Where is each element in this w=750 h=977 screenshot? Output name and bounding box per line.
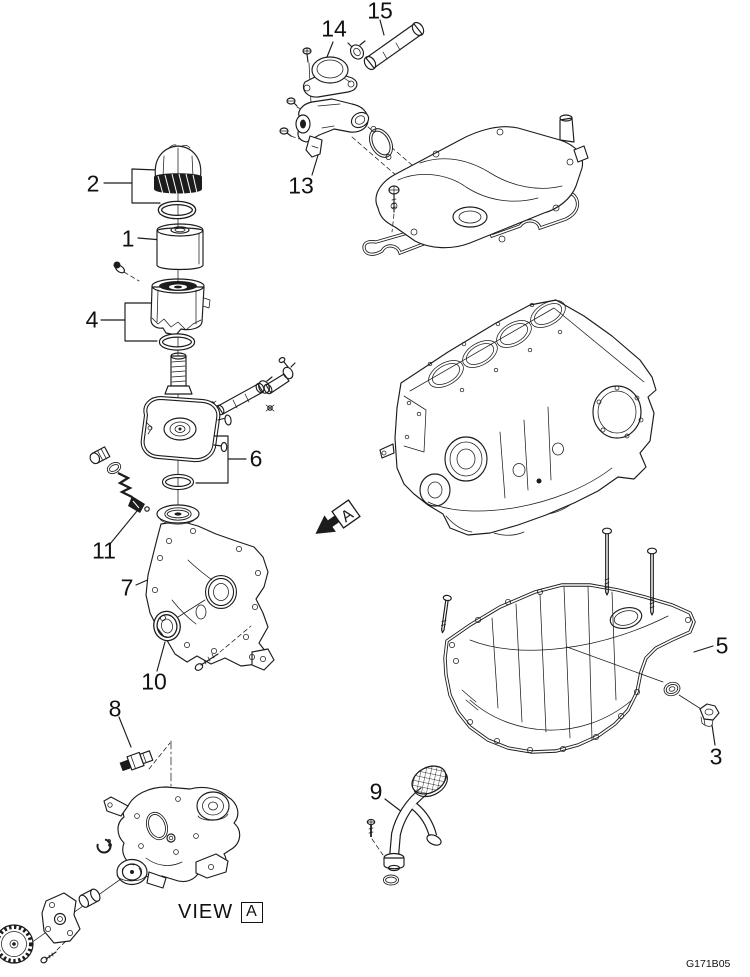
front-cover-group	[135, 504, 275, 672]
hose-clamp	[347, 40, 366, 60]
oil-filter-housing	[150, 278, 211, 336]
relief-valve-group	[89, 446, 150, 545]
pump-bolt	[40, 940, 67, 964]
oil-pump-group	[0, 786, 241, 964]
oil-pan-bolts	[441, 527, 658, 634]
relief-washer	[106, 461, 122, 475]
callout-11: 11	[92, 537, 116, 564]
cooler-pipe	[207, 357, 296, 416]
relief-spring	[117, 471, 133, 499]
callout-2: 2	[86, 170, 100, 197]
crankshaft-seal	[153, 610, 181, 642]
breather-hose	[363, 21, 425, 71]
oil-cooler	[140, 395, 232, 463]
callout-13: 13	[288, 172, 314, 199]
bracket-screw-lower	[279, 127, 300, 140]
valve-cover-bolt	[388, 185, 400, 233]
front-cover	[145, 520, 275, 671]
callout-5: 5	[715, 632, 729, 659]
valve-cover	[375, 114, 589, 249]
view-a-text: VIEW	[178, 901, 234, 923]
pump-rotor	[116, 858, 148, 886]
pickup-strainer	[411, 765, 448, 798]
drain-plug	[699, 703, 720, 727]
callout-9: 9	[369, 778, 383, 805]
oil-pan-group	[441, 527, 720, 754]
oil-pan	[443, 583, 696, 754]
pickup-tube	[383, 765, 448, 872]
pump-spacer	[78, 888, 101, 908]
pickup-bolt	[366, 818, 384, 856]
pump-snap-ring	[96, 838, 112, 854]
pickup-oring	[383, 874, 399, 886]
oil-pump-body	[103, 786, 241, 889]
breather-assembly-group	[279, 19, 425, 184]
callout-1: 1	[121, 225, 135, 252]
pickup-tube-group	[366, 765, 448, 886]
view-a-reference-box: A	[241, 902, 263, 923]
relief-plug	[89, 446, 111, 465]
oil-pressure-switch	[119, 750, 154, 772]
cylinder-bores	[427, 300, 566, 393]
oil-filter-cap	[154, 144, 202, 195]
breather-bracket	[295, 98, 370, 158]
engine-block	[379, 299, 657, 536]
bracket-gasket	[368, 125, 394, 161]
callout-10: 10	[141, 668, 167, 695]
figure-code: G171B05	[686, 958, 731, 970]
callout-6: 6	[249, 445, 263, 472]
valve-cover-group	[362, 114, 589, 256]
oil-filter-element	[156, 223, 204, 271]
drain-washer	[663, 681, 681, 697]
filter-housing-oring	[158, 333, 196, 351]
breather-cap	[302, 56, 358, 98]
callout-15: 15	[367, 0, 393, 24]
oil-cooler-group	[140, 357, 296, 491]
cover-boss	[156, 504, 200, 525]
view-a-label: VIEW A	[178, 901, 263, 924]
callout-4: 4	[85, 306, 99, 333]
pump-cover-plate	[41, 892, 81, 944]
filter-cap-oring	[157, 200, 197, 220]
view-arrow-box: A	[331, 499, 361, 529]
oil-filter-group	[100, 144, 211, 509]
pump-drive-gear	[0, 924, 34, 964]
callout-14: 14	[321, 15, 347, 42]
callout-7: 7	[120, 574, 134, 601]
filter-housing-bolt	[113, 261, 140, 282]
callout-8: 8	[108, 695, 122, 722]
filter-standpipe	[164, 352, 193, 395]
front-cover-bolt	[194, 625, 252, 671]
relief-plunger	[128, 496, 150, 513]
callout-3: 3	[709, 743, 723, 770]
cooler-oring	[161, 473, 195, 491]
